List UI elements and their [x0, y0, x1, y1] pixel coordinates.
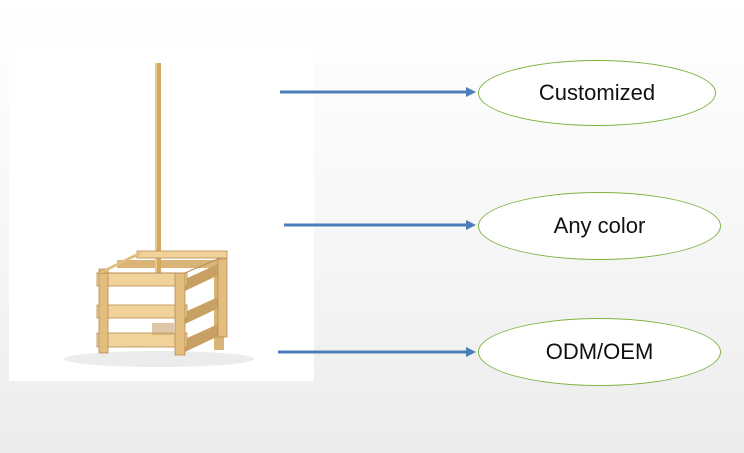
- feature-bubble-odm-oem: ODM/OEM: [478, 318, 721, 386]
- feature-bubble-any-color: Any color: [478, 192, 721, 260]
- arrow-2: [284, 219, 476, 231]
- feature-label: Any color: [553, 213, 646, 238]
- arrow-3: [278, 346, 476, 358]
- feature-label: Customized: [538, 80, 656, 105]
- feature-bubble-customized: Customized: [478, 60, 716, 126]
- feature-label: ODM/OEM: [545, 339, 654, 364]
- wooden-crate-with-stick-image: [64, 63, 254, 367]
- arrow-1: [280, 86, 476, 98]
- product-photo: [9, 47, 314, 381]
